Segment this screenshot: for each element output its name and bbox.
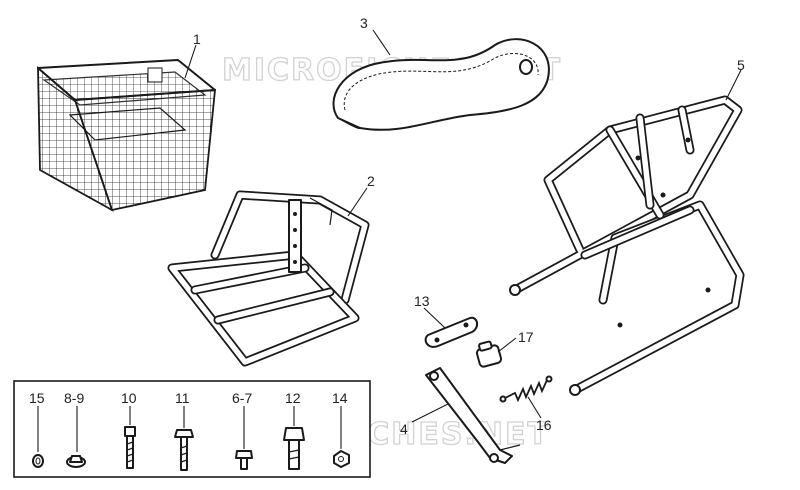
callout-15: 15: [29, 390, 45, 406]
leader-2: [347, 187, 368, 217]
leader-3: [372, 29, 391, 56]
callout-4: 4: [400, 421, 408, 437]
callout-6-7: 6-7: [232, 390, 252, 406]
callout-3: 3: [360, 15, 368, 31]
hardware-washer-15: [32, 454, 44, 468]
leader-5: [725, 69, 742, 101]
hardware-screw-6-7: [235, 450, 253, 470]
callout-12: 12: [285, 390, 301, 406]
callout-2: 2: [367, 173, 375, 189]
leader-1: [184, 44, 197, 79]
callout-14: 14: [332, 390, 348, 406]
callout-10: 10: [121, 390, 137, 406]
callout-16: 16: [536, 417, 552, 433]
hardware-grommet-8-9: [66, 455, 86, 468]
hardware-bolt-12: [283, 427, 305, 470]
rubber-buffer: [475, 340, 503, 368]
bracket-plate: [424, 316, 478, 348]
callout-17: 17: [518, 329, 534, 345]
leader-16: [527, 396, 542, 419]
callout-1: 1: [193, 31, 201, 47]
callout-5: 5: [737, 57, 745, 73]
callout-13: 13: [414, 293, 430, 309]
hardware-nut-14: [333, 450, 350, 468]
hardware-bolt-10: [124, 426, 136, 469]
rear-rack: [509, 95, 745, 396]
callout-11: 11: [175, 390, 190, 406]
callout-8-9: 8-9: [64, 390, 84, 406]
front-carrier: [167, 190, 370, 367]
seat: [332, 38, 550, 131]
leader-4: [411, 403, 449, 423]
leader-13: [423, 307, 446, 329]
side-stand: [425, 367, 521, 464]
leader-17: [497, 337, 517, 353]
stand-spring: [499, 375, 553, 403]
hardware-bolt-11: [174, 429, 194, 471]
wire-basket: [37, 59, 217, 212]
